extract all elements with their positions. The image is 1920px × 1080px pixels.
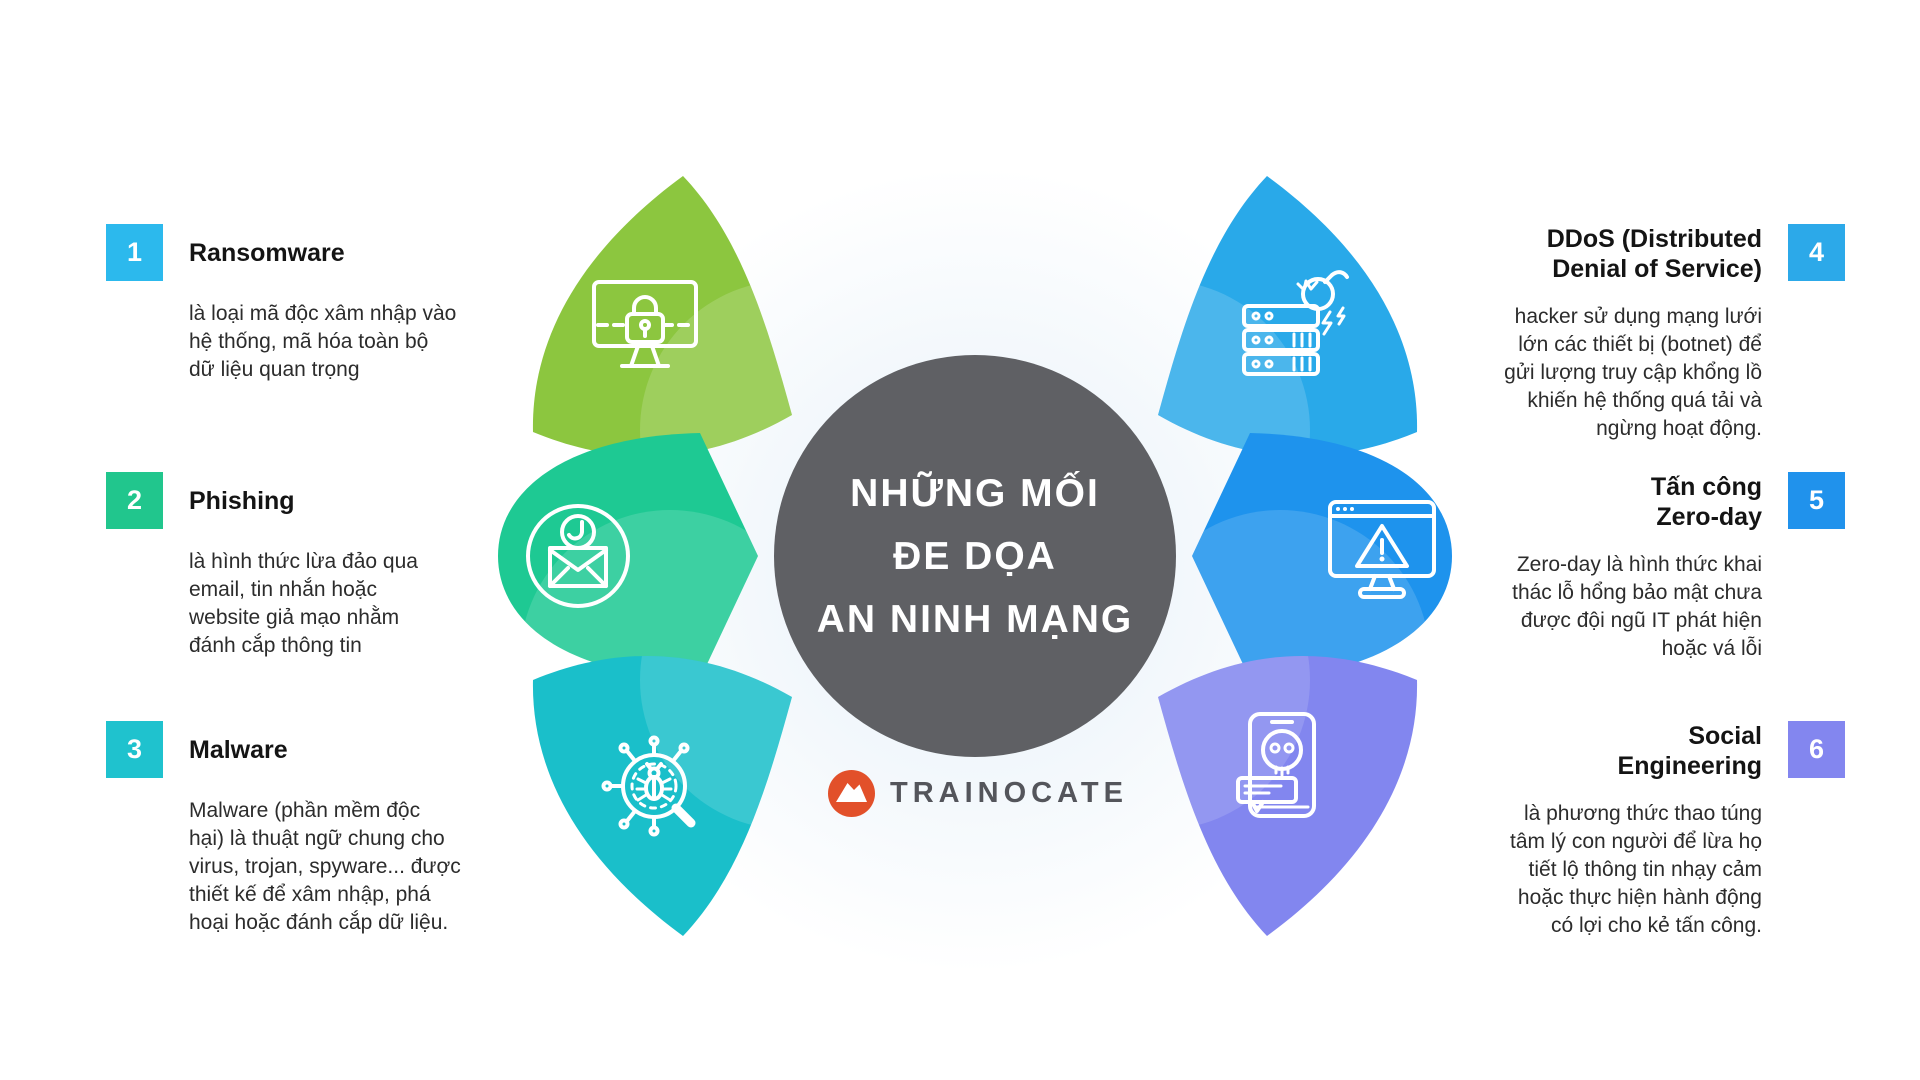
item-title: Social Engineering xyxy=(1617,722,1762,780)
item-number-badge: 5 xyxy=(1788,472,1845,529)
item-description: là loại mã độc xâm nhập vào hệ thống, mã… xyxy=(189,302,457,381)
list-item-zeroday: 5 Tấn công Zero-day Zero-day là hình thứ… xyxy=(1435,472,1845,663)
list-item-social-engineering: 6 Social Engineering là phương thức thao… xyxy=(1435,721,1845,940)
browser-warning-icon xyxy=(1328,500,1436,599)
item-description: là phương thức thao túng tâm lý con ngườ… xyxy=(1509,802,1762,937)
item-title: DDoS (Distributed Denial of Service) xyxy=(1546,225,1762,283)
item-title: Tấn công Zero-day xyxy=(1650,473,1762,531)
server-bomb-icon xyxy=(1242,270,1349,376)
item-description: hacker sử dụng mạng lưới lớn các thiết b… xyxy=(1504,305,1762,440)
item-number-badge: 3 xyxy=(106,721,163,778)
list-item-malware: 3 Malware Malware (phần mềm độc hại) là … xyxy=(106,721,506,937)
mail-fishhook-icon xyxy=(526,504,630,608)
phone-skull-icon xyxy=(1236,712,1316,818)
trainocate-logo-text: TRAINOCATE xyxy=(890,777,1128,809)
item-number-badge: 1 xyxy=(106,224,163,281)
center-title-line-3: AN NINH MẠNG xyxy=(816,597,1134,641)
monitor-lock-icon xyxy=(592,280,698,368)
bug-magnifier-icon xyxy=(601,735,696,837)
list-item-ransomware: 1 Ransomware là loại mã độc xâm nhập vào… xyxy=(106,224,506,384)
item-number-badge: 4 xyxy=(1788,224,1845,281)
center-title-line-1: NHỮNG MỐI xyxy=(850,471,1100,515)
item-title: Ransomware xyxy=(189,238,345,267)
item-title: Malware xyxy=(189,735,288,764)
item-title: Phishing xyxy=(189,486,295,515)
trainocate-mark-icon xyxy=(828,770,875,817)
item-number-badge: 2 xyxy=(106,472,163,529)
item-description: Zero-day là hình thức khai thác lỗ hổng … xyxy=(1512,553,1762,660)
item-description: Malware (phần mềm độc hại) là thuật ngữ … xyxy=(189,799,461,934)
center-title-circle: NHỮNG MỐI ĐE DỌA AN NINH MẠNG xyxy=(774,355,1176,757)
list-item-ddos: 4 DDoS (Distributed Denial of Service) h… xyxy=(1435,224,1845,443)
item-number-badge: 6 xyxy=(1788,721,1845,778)
trainocate-logo: TRAINOCATE xyxy=(828,770,1128,817)
center-title-line-2: ĐE DỌA xyxy=(893,534,1057,578)
item-description: là hình thức lừa đảo qua email, tin nhắn… xyxy=(189,550,418,657)
list-item-phishing: 2 Phishing là hình thức lừa đảo qua emai… xyxy=(106,472,506,660)
